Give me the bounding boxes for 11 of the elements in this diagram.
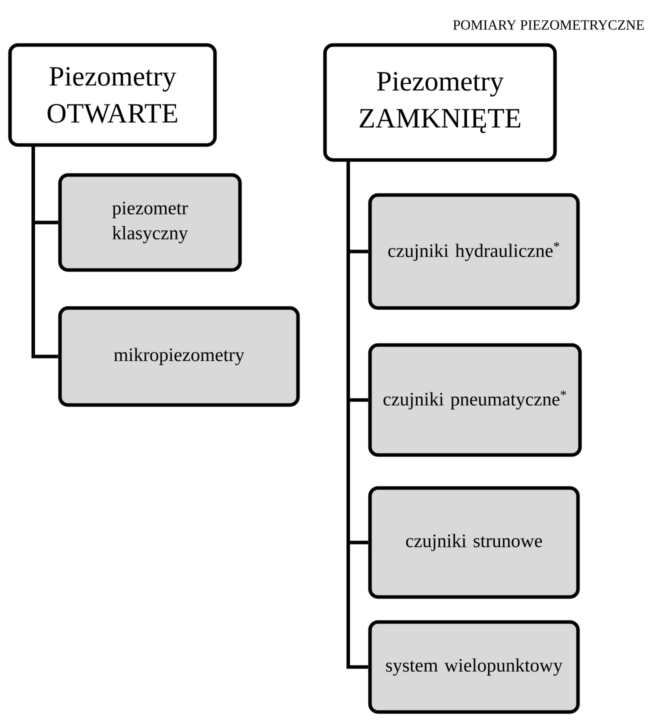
item-box: piezometr klasyczny [58,173,242,272]
item-box: czujniki hydrauliczne$^{*}$ [368,193,580,310]
category-box: Piezometry ZAMKNIĘTE [323,43,557,162]
item-box: czujniki pneumatyczne$^{*}$ [368,343,582,457]
item-box: system wielopunktowy [368,620,580,714]
connector-line [32,146,58,358]
connector-line [346,162,368,669]
diagram-title: POMIARY PIEZOMETRYCZNE [453,20,644,30]
item-box: czujniki strunowe [368,486,580,599]
category-box: Piezometry OTWARTE [8,43,217,147]
item-box: mikropiezometry [58,306,300,407]
